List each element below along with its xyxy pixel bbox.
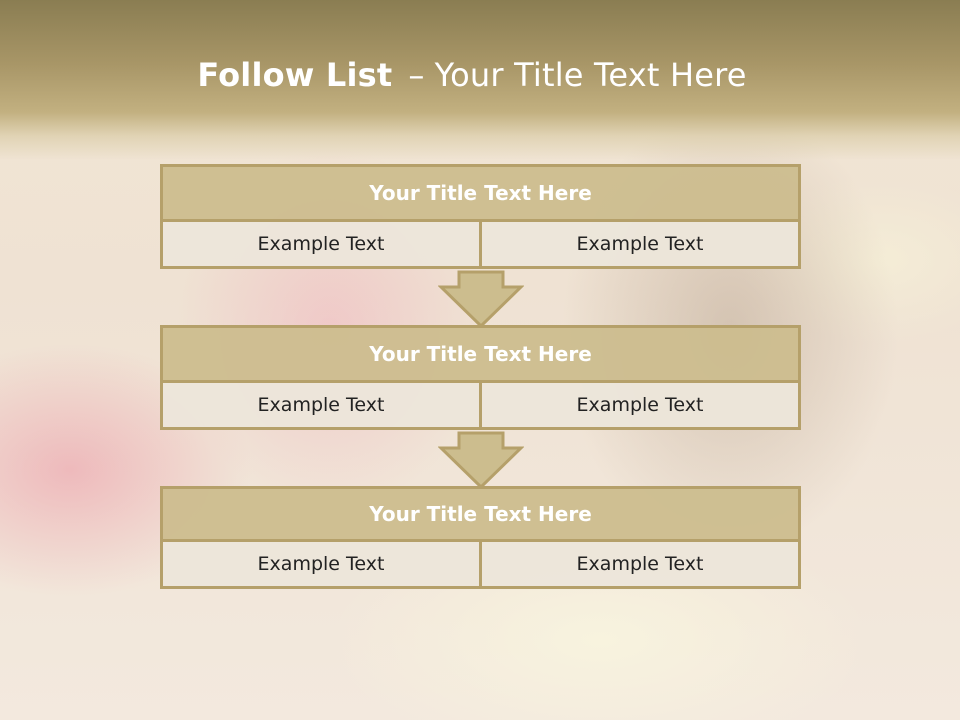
header-band (0, 0, 960, 160)
block-row: Example Text Example Text (160, 539, 801, 589)
list-block-1: Your Title Text Here Example Text Exampl… (160, 164, 801, 269)
block-row: Example Text Example Text (160, 380, 801, 430)
block-cell-right: Example Text (479, 219, 801, 269)
block-cell-left: Example Text (160, 219, 482, 269)
block-row: Example Text Example Text (160, 219, 801, 269)
slide-title: Follow List–Your Title Text Here (0, 56, 944, 94)
title-rest: Your Title Text Here (434, 56, 747, 94)
title-separator: – (408, 56, 425, 94)
down-arrow-icon (438, 431, 524, 489)
down-arrow-icon (438, 270, 524, 328)
block-cell-right: Example Text (479, 380, 801, 430)
block-title: Your Title Text Here (160, 164, 801, 222)
block-title: Your Title Text Here (160, 325, 801, 383)
block-cell-right: Example Text (479, 539, 801, 589)
title-bold: Follow List (197, 56, 393, 94)
block-cell-left: Example Text (160, 539, 482, 589)
block-cell-left: Example Text (160, 380, 482, 430)
block-title: Your Title Text Here (160, 486, 801, 542)
list-block-3: Your Title Text Here Example Text Exampl… (160, 486, 801, 589)
list-block-2: Your Title Text Here Example Text Exampl… (160, 325, 801, 430)
